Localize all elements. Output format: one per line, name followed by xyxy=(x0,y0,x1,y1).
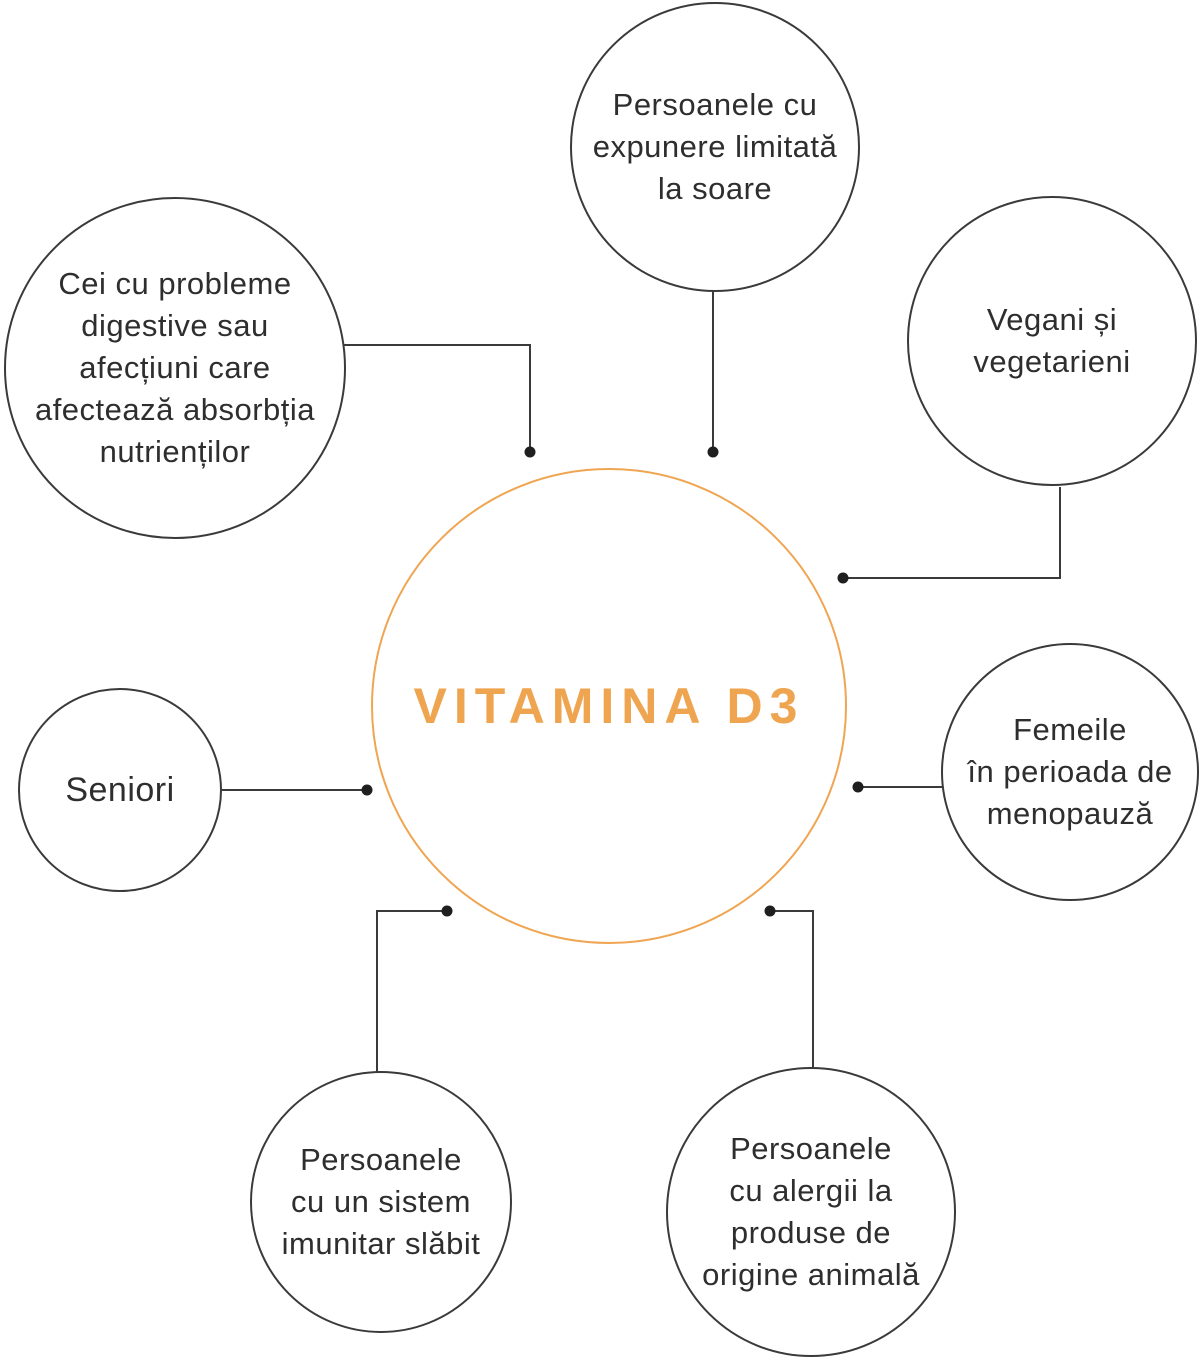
connector-immune xyxy=(376,910,447,1073)
node-label-vegans-vegetarians: Vegani și vegetarieni xyxy=(973,301,1131,379)
connector-digestive xyxy=(344,344,531,452)
connector-dot-allergies xyxy=(764,905,776,917)
connector-dot-menopause xyxy=(852,781,864,793)
node-label-digestive-problems: Cei cu probleme digestive sau afecțiuni … xyxy=(34,265,316,470)
node-label-weak-immune-system: Persoanele cu un sistem imunitar slăbit xyxy=(281,1141,481,1262)
node-label-seniors: Seniori xyxy=(65,770,175,809)
node-animal-product-allergies: Persoanele cu alergii la produse de orig… xyxy=(666,1067,956,1357)
connector-dot-digestive xyxy=(524,446,536,458)
node-weak-immune-system: Persoanele cu un sistem imunitar slăbit xyxy=(250,1071,512,1333)
node-digestive-problems: Cei cu probleme digestive sau afecțiuni … xyxy=(4,197,346,539)
connector-dot-immune xyxy=(441,905,453,917)
center-title: VITAMINA D3 xyxy=(413,678,805,734)
connector-vegans xyxy=(843,487,1061,579)
node-menopause-women: Femeile în perioada de menopauză xyxy=(941,643,1199,901)
connector-dot-vegans xyxy=(837,572,849,584)
center-node-vitamina-d3: VITAMINA D3 xyxy=(371,468,847,944)
connector-allergies xyxy=(770,910,814,1068)
node-seniors: Seniori xyxy=(18,688,222,892)
connector-dot-limited-sun xyxy=(707,446,719,458)
node-vegans-vegetarians: Vegani și vegetarieni xyxy=(907,196,1197,486)
node-limited-sun-exposure: Persoanele cu expunere limitată la soare xyxy=(570,2,860,292)
node-label-animal-product-allergies: Persoanele cu alergii la produse de orig… xyxy=(702,1130,920,1293)
node-label-menopause-women: Femeile în perioada de menopauză xyxy=(967,711,1173,832)
node-label-limited-sun-exposure: Persoanele cu expunere limitată la soare xyxy=(592,86,838,207)
connector-dot-seniors xyxy=(361,784,373,796)
